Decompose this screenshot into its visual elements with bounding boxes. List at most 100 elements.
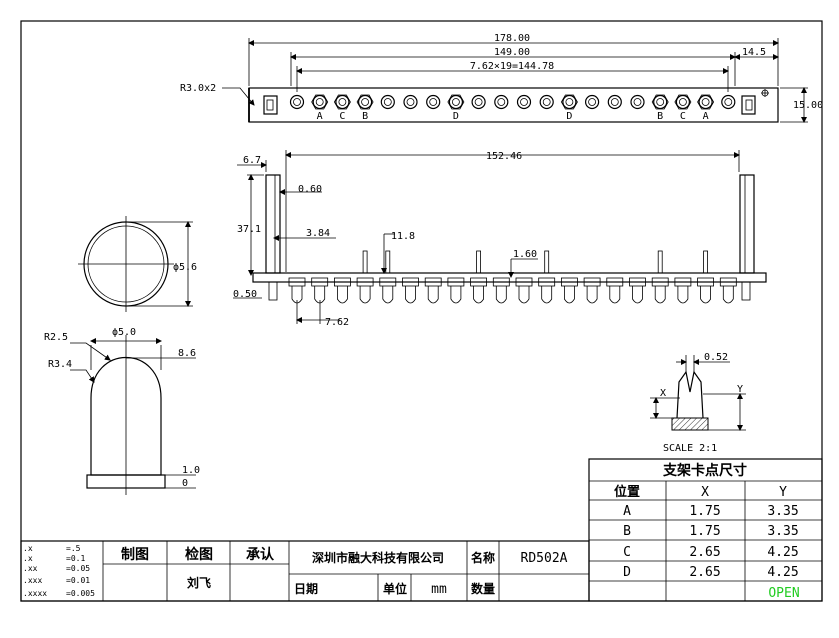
pin-hole <box>565 98 574 106</box>
dim-384: 3.84 <box>306 228 330 239</box>
led-h10: 1.0 <box>182 465 200 476</box>
pin-clip-hex <box>447 94 465 110</box>
pin-circle <box>539 94 554 110</box>
dim-67: 6.7 <box>243 155 261 166</box>
pin-collar <box>311 277 329 287</box>
tolerance-key: .xx <box>23 564 38 573</box>
clip-table-title: 支架卡点尺寸 <box>662 462 747 479</box>
pin-clip-hex <box>333 94 351 110</box>
dim-overall: 178.00 <box>494 33 530 44</box>
clip-cell: A <box>623 504 631 519</box>
pin-circle <box>584 94 600 110</box>
clip-header-y: Y <box>779 485 787 500</box>
pin-collar <box>379 277 397 287</box>
led-h0: 0 <box>182 478 188 489</box>
pin-tall-leg <box>385 250 391 274</box>
clip-cell: 1.75 <box>689 504 720 519</box>
pin-lead <box>609 286 621 304</box>
pin-collar <box>719 277 737 287</box>
left-mount-slot <box>263 95 278 115</box>
pin-lead <box>722 286 734 304</box>
pin-letter: C <box>339 111 345 122</box>
tolerance-key: .xxx <box>23 576 42 585</box>
top-view-outline <box>248 87 779 123</box>
pin-collar <box>402 277 419 287</box>
detail-x: X <box>660 388 666 399</box>
left-post <box>265 174 281 274</box>
tolerance-value: =.5 <box>66 544 81 553</box>
check-label: 检图 <box>185 546 213 563</box>
name-value: RD502A <box>521 551 568 566</box>
pin-tall-leg <box>362 250 368 274</box>
pin-lead <box>359 286 371 304</box>
approve-label: 承认 <box>246 546 275 563</box>
clip-cell: 3.35 <box>767 524 798 539</box>
pin-lead <box>632 286 643 304</box>
pin-letter: D <box>566 111 572 122</box>
pin-circle <box>607 94 622 110</box>
pin-letter: D <box>453 111 459 122</box>
pin-lead <box>405 286 416 304</box>
pin-hole <box>610 98 619 106</box>
pin-lead <box>450 286 462 304</box>
pin-lead <box>495 286 507 304</box>
side-view: 152.46 6.7 0.60 37.1 3.84 11.8 1.60 0.50… <box>233 150 767 328</box>
pin-collar <box>288 277 306 287</box>
pin-hole <box>679 98 687 106</box>
clip-cell: 2.65 <box>689 565 720 580</box>
title-block: .x=.5.x=0.1.xx=0.05.xxx=0.01.xxxx=0.005 … <box>20 540 590 602</box>
pin-hole <box>315 98 324 106</box>
pin-letter: A <box>317 111 323 122</box>
tolerance-value: =0.05 <box>66 564 90 573</box>
pin-clip-hex <box>356 94 374 110</box>
pin-collar <box>629 277 646 287</box>
tolerance-key: .x <box>23 544 33 553</box>
pin-hole <box>474 98 483 106</box>
tolerance-value: =0.005 <box>66 589 95 598</box>
pin-tall-leg <box>544 250 550 274</box>
pin-collar <box>674 277 692 287</box>
pin-hole <box>542 98 551 106</box>
pin-collar <box>424 277 442 287</box>
pin-clip-hex <box>674 94 692 110</box>
pin-collar <box>356 277 374 287</box>
clip-detail-view: 0.52 X Y SCALE 2:1 <box>650 352 746 454</box>
drawer-name: 刘飞 <box>187 575 211 590</box>
pin-collar <box>538 277 556 287</box>
dim-060: 0.60 <box>298 184 322 195</box>
dim-371: 37.1 <box>237 224 261 235</box>
dim-end: 14.5 <box>742 47 766 58</box>
pin-hole <box>588 98 596 106</box>
pin-circle <box>448 94 463 110</box>
pin-lead <box>382 286 394 304</box>
lens-front-view: ϕ5.6 <box>78 216 197 312</box>
dim-050: 0.50 <box>233 289 257 300</box>
pin-circle <box>630 94 645 110</box>
pin-circle <box>380 94 395 110</box>
pin-circle <box>562 94 577 110</box>
pin-letter: A <box>703 111 709 122</box>
pin-circle <box>426 94 441 110</box>
pin-lead <box>427 286 439 304</box>
pin-letter: B <box>362 111 368 122</box>
pin-hole <box>293 98 301 106</box>
name-label: 名称 <box>471 550 495 565</box>
pin-lead <box>541 286 553 304</box>
pin-letter: C <box>680 111 686 122</box>
pin-circle <box>403 94 418 110</box>
pin-collar <box>333 277 351 287</box>
pin-clip-hex <box>311 94 329 110</box>
dim-160: 1.60 <box>513 249 537 260</box>
pin-circle <box>653 94 668 110</box>
pin-circle <box>312 94 327 110</box>
pin-collar <box>651 277 669 287</box>
pin-lead <box>564 286 575 304</box>
pin-circle <box>494 94 509 110</box>
tolerance-key: .x <box>23 554 33 563</box>
dim-length: 152.46 <box>486 151 522 162</box>
pin-clip-hex <box>560 94 578 110</box>
tolerance-value: =0.01 <box>66 576 90 585</box>
tolerance-value: =0.1 <box>66 554 85 563</box>
led-h86: 8.6 <box>178 348 196 359</box>
pin-collar <box>606 277 624 287</box>
